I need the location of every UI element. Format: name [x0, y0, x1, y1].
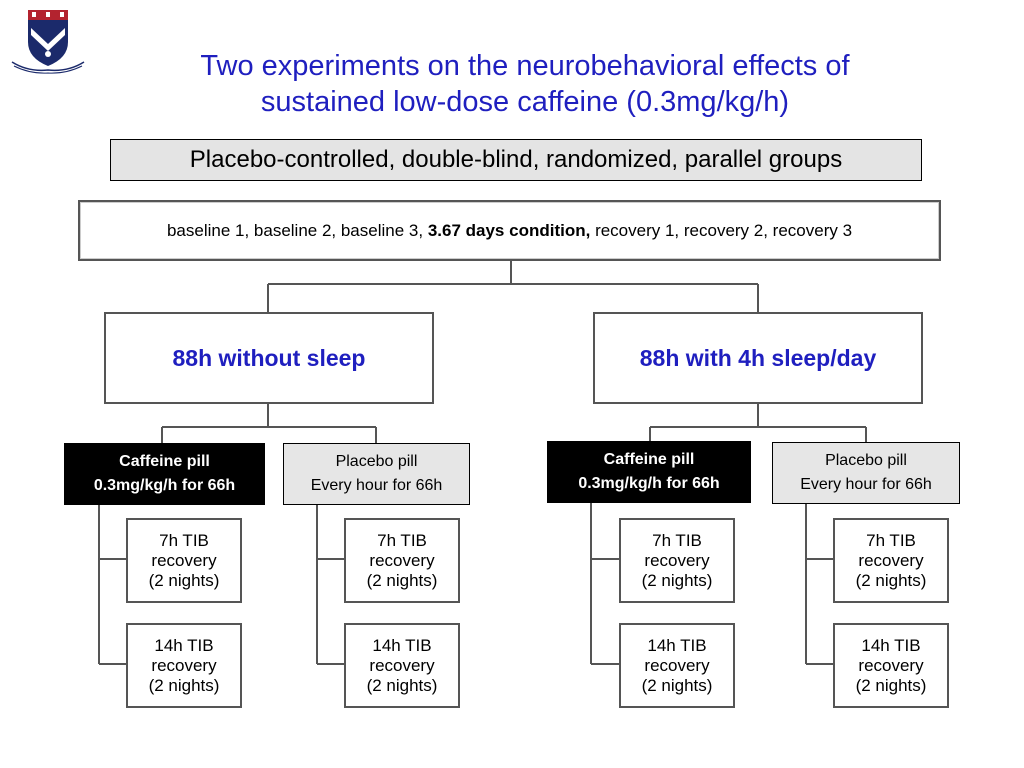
recovery-nights: (2 nights) — [641, 570, 713, 590]
recovery-nights: (2 nights) — [148, 675, 220, 695]
recovery-nights: (2 nights) — [148, 570, 220, 590]
conditions-recovery: recovery 1, recovery 2, recovery 3 — [595, 221, 853, 240]
recovery-box-14h: 14h TIB recovery (2 nights) — [833, 623, 949, 708]
recovery-nights: (2 nights) — [641, 675, 713, 695]
recovery-nights: (2 nights) — [855, 570, 927, 590]
recovery-box-14h: 14h TIB recovery (2 nights) — [619, 623, 735, 708]
recovery-tib: 7h TIB — [159, 530, 209, 550]
recovery-box-7h: 7h TIB recovery (2 nights) — [344, 518, 460, 603]
recovery-label: recovery — [858, 550, 924, 570]
conditions-bar: baseline 1, baseline 2, baseline 3, 3.67… — [78, 200, 941, 261]
recovery-tib: 14h TIB — [861, 635, 921, 655]
recovery-tib: 7h TIB — [377, 530, 427, 550]
pill-name: Placebo pill — [335, 453, 418, 470]
pill-dose: 0.3mg/kg/h for 66h — [578, 475, 720, 492]
recovery-box-14h: 14h TIB recovery (2 nights) — [126, 623, 242, 708]
recovery-nights: (2 nights) — [366, 570, 438, 590]
conditions-baseline: baseline 1, baseline 2, baseline 3, — [166, 221, 424, 240]
protocol-box-restricted-sleep: 88h with 4h sleep/day — [593, 312, 923, 404]
recovery-label: recovery — [369, 550, 435, 570]
recovery-label: recovery — [151, 550, 217, 570]
pill-dose: Every hour for 66h — [800, 476, 932, 493]
recovery-tib: 7h TIB — [652, 530, 702, 550]
placebo-pill-box: Placebo pill Every hour for 66h — [283, 443, 470, 505]
protocol-box-no-sleep: 88h without sleep — [104, 312, 434, 404]
university-shield-icon — [11, 10, 85, 74]
caffeine-pill-box: Caffeine pill 0.3mg/kg/h for 66h — [547, 441, 751, 503]
title-line-2: sustained low-dose caffeine (0.3mg/kg/h) — [260, 86, 790, 118]
protocol-label: 88h with 4h sleep/day — [639, 344, 877, 371]
pill-name: Caffeine pill — [119, 453, 210, 470]
recovery-box-7h: 7h TIB recovery (2 nights) — [619, 518, 735, 603]
pill-name: Caffeine pill — [603, 451, 695, 468]
recovery-label: recovery — [151, 655, 217, 675]
page-title: Two experiments on the neurobehavioral e… — [110, 48, 940, 120]
design-banner: Placebo-controlled, double-blind, random… — [110, 139, 922, 181]
placebo-pill-box: Placebo pill Every hour for 66h — [772, 442, 960, 504]
recovery-nights: (2 nights) — [366, 675, 438, 695]
protocol-label: 88h without sleep — [172, 344, 366, 371]
recovery-tib: 14h TIB — [154, 635, 214, 655]
recovery-tib: 7h TIB — [866, 530, 916, 550]
title-line-1: Two experiments on the neurobehavioral e… — [200, 50, 850, 82]
pill-dose: Every hour for 66h — [310, 477, 443, 494]
recovery-label: recovery — [858, 655, 924, 675]
recovery-box-14h: 14h TIB recovery (2 nights) — [344, 623, 460, 708]
recovery-box-7h: 7h TIB recovery (2 nights) — [833, 518, 949, 603]
recovery-tib: 14h TIB — [647, 635, 707, 655]
recovery-box-7h: 7h TIB recovery (2 nights) — [126, 518, 242, 603]
recovery-nights: (2 nights) — [855, 675, 927, 695]
caffeine-pill-box: Caffeine pill 0.3mg/kg/h for 66h — [64, 443, 265, 505]
pill-name: Placebo pill — [825, 452, 907, 469]
recovery-label: recovery — [644, 550, 710, 570]
pill-dose: 0.3mg/kg/h for 66h — [93, 477, 236, 494]
conditions-main: 3.67 days condition, — [427, 221, 591, 240]
recovery-tib: 14h TIB — [372, 635, 432, 655]
recovery-label: recovery — [369, 655, 435, 675]
recovery-label: recovery — [644, 655, 710, 675]
